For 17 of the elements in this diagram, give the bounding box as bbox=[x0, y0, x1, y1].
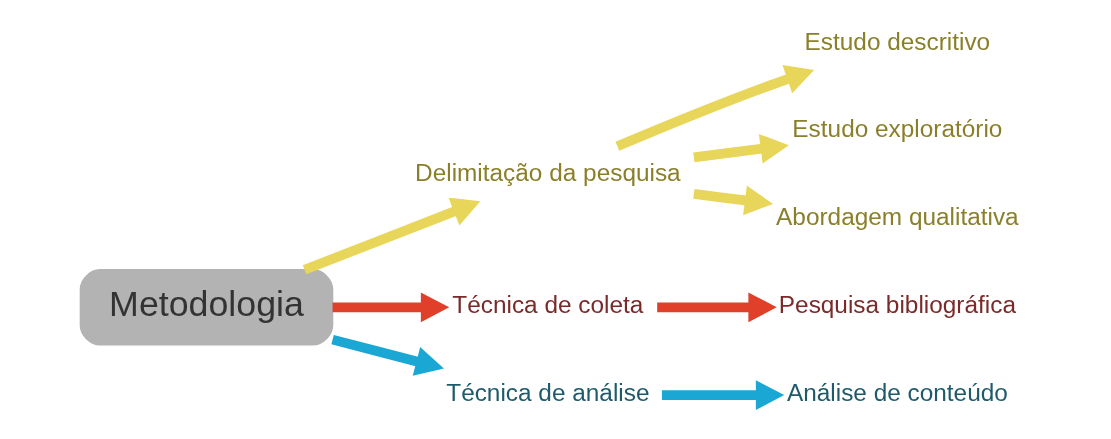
node-text: Estudo exploratório bbox=[791, 115, 1002, 143]
node-text: Técnica de coleta bbox=[451, 290, 643, 318]
arrow bbox=[330, 334, 444, 376]
node-text: Análise de conteúdo bbox=[786, 378, 1008, 406]
arrow bbox=[692, 185, 773, 216]
arrow bbox=[302, 197, 480, 275]
arrow bbox=[615, 65, 814, 151]
node-text: Pesquisa bibliográfica bbox=[778, 290, 1016, 318]
arrow bbox=[692, 134, 789, 164]
node-box: Metodologia bbox=[79, 269, 333, 346]
node-text: Abordagem qualitativa bbox=[775, 203, 1019, 231]
node-text: Delimitação da pesquisa bbox=[414, 159, 681, 187]
node-text: Estudo descritivo bbox=[804, 27, 990, 55]
arrow bbox=[656, 292, 777, 323]
node-text: Técnica de análise bbox=[445, 378, 649, 406]
arrow bbox=[332, 292, 449, 323]
arrow bbox=[661, 380, 784, 410]
